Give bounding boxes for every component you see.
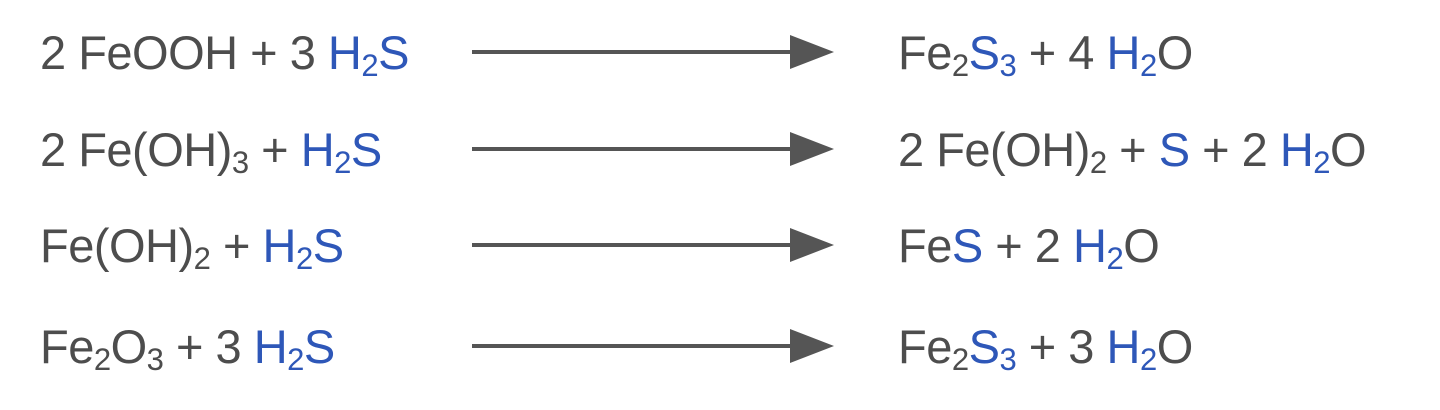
equation-term: O [1156,25,1194,79]
equation-term: S [1158,122,1190,176]
equation-term: + [237,25,290,79]
equation-term: 2 Fe(OH)2 [898,122,1107,180]
equation-term: S3 [968,319,1017,377]
arrow-head [790,329,834,363]
equation-term: + [163,319,216,373]
arrow-head [790,228,834,262]
equation-term: 3 [215,319,254,373]
reactants: Fe2O3 + 3 H2S [40,306,335,386]
reaction-arrow [472,35,834,69]
equation-term: Fe2 [898,319,969,377]
reaction-arrow [472,329,834,363]
equation-term: + 2 [982,218,1073,272]
equation-term: S3 [968,25,1017,83]
equation-term: S [951,218,983,272]
equation-term: H2S [327,25,410,83]
equation-term: O [1330,122,1367,176]
equation-term: H2 [1279,122,1331,180]
equation-term: O [1156,319,1194,373]
equation-term: H2 [1072,218,1124,276]
reaction-arrow [472,132,834,166]
equation-term: Fe2O3 [40,319,164,377]
equation-term: + [248,122,301,176]
equation-term: + 2 [1189,122,1280,176]
equation-term: 2 Fe(OH)3 [40,122,249,180]
equation-term: 2 FeOOH [40,25,238,79]
equation-term: + [210,218,263,272]
equation-term: Fe2 [898,25,969,83]
equation-term: O [1123,218,1160,272]
equation-term: H2 [1106,25,1157,83]
reactants: Fe(OH)2 + H2S [40,205,344,285]
reactants: 2 FeOOH + 3 H2S [40,12,409,92]
arrow-head [790,35,834,69]
equation-term: Fe [898,218,952,272]
reactants: 2 Fe(OH)3 + H2S [40,109,382,189]
equation-term: Fe(OH)2 [40,218,211,276]
equation-term: + 3 [1016,319,1107,373]
arrow-head [790,132,834,166]
equation-term: H2S [262,218,344,276]
equation-term: H2S [253,319,336,377]
equation-term: + [1106,122,1159,176]
equation-term: H2S [300,122,383,180]
equation-term: + 4 [1016,25,1107,79]
reaction-arrow [472,228,834,262]
equation-term: H2 [1106,319,1157,377]
equation-term: 3 [289,25,328,79]
